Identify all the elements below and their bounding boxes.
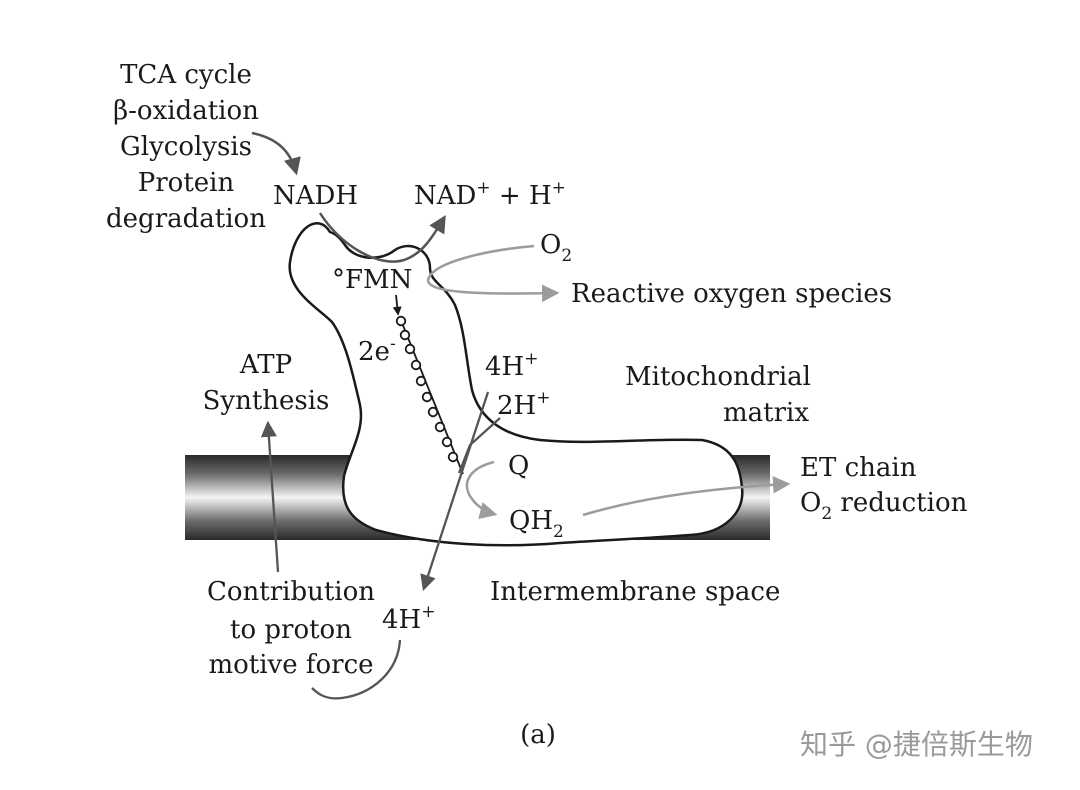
source-protein: Protein (138, 168, 235, 198)
qh2-label: QH2 (509, 506, 564, 542)
sources-to-nadh-arrow (251, 131, 301, 176)
qh2-to-et-arrow (582, 475, 791, 517)
fmn-label: °FMN (332, 265, 412, 295)
proton-4h-matrix-label: 4H+ (485, 349, 538, 382)
o2-label: O2 (540, 230, 572, 266)
motive-force-label: motive force (208, 650, 373, 680)
nadh-oxidation-arrow (318, 212, 446, 263)
electron-chain (395, 315, 464, 475)
ros-arrow (426, 244, 560, 303)
q-label: Q (508, 451, 529, 481)
source-tca-cycle: TCA cycle (120, 60, 252, 90)
matrix-label-2: matrix (723, 398, 809, 428)
proton-2h-uptake-line (457, 417, 501, 474)
electrons-label: 2e- (358, 334, 396, 367)
proton-4h-pump-line (420, 391, 490, 592)
source-glycolysis: Glycolysis (120, 132, 252, 162)
pmf-to-atp-arrow (260, 420, 280, 573)
panel-label: (a) (520, 720, 556, 750)
proton-2h-matrix-label: 2H+ (497, 388, 550, 421)
matrix-label: Mitochondrial (625, 362, 811, 392)
atp-synthesis-label: Synthesis (203, 386, 330, 416)
source-degradation: degradation (106, 204, 266, 234)
source-beta-oxidation: β-oxidation (113, 96, 259, 126)
proton-4h-ims-label: 4H+ (382, 602, 435, 635)
o2-reduction-label: O2 reduction (800, 488, 968, 524)
et-chain-label: ET chain (800, 453, 917, 483)
fmn-to-chain-arrow (392, 294, 402, 316)
atp-label: ATP (239, 350, 292, 380)
ros-label: Reactive oxygen species (571, 279, 892, 309)
ims-proton-return-curve (311, 639, 402, 700)
nad-plus-h-label: NAD+ + H+ (414, 178, 566, 211)
q-reduction-arrow (465, 460, 498, 520)
intermembrane-label: Intermembrane space (490, 577, 780, 607)
complex-i-shape (288, 222, 744, 547)
contribution-label: Contribution (207, 577, 375, 607)
watermark: 知乎 @捷倍斯生物 (800, 728, 1033, 761)
to-proton-label: to proton (230, 615, 352, 645)
nadh-label: NADH (273, 181, 358, 211)
